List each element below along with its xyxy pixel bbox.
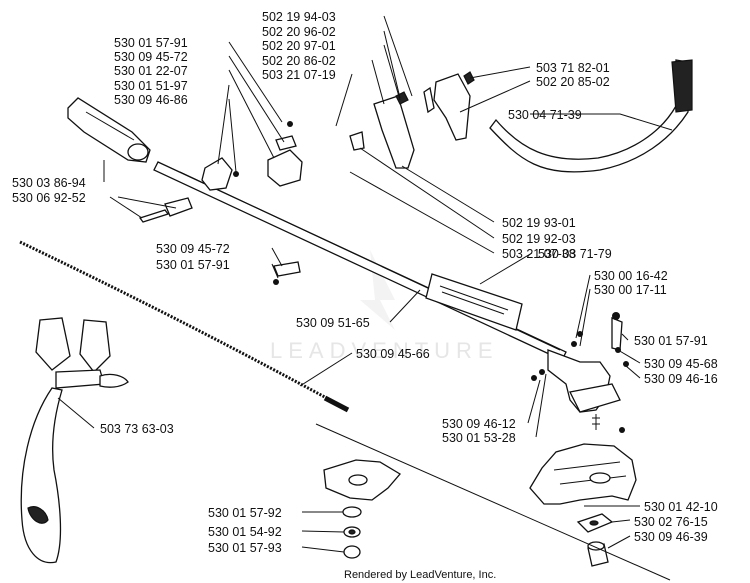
- label-530-01-57-93[interactable]: 530 01 57-93: [208, 541, 282, 555]
- label-503-71-82-01[interactable]: 503 71 82-01: [536, 61, 610, 75]
- leader-lines: [57, 15, 673, 553]
- label-530-01-57-91-gear[interactable]: 530 01 57-91: [634, 334, 708, 348]
- label-530-01-22-07[interactable]: 530 01 22-07: [114, 64, 188, 78]
- label-502-20-96-02[interactable]: 502 20 96-02: [262, 25, 336, 39]
- blade-washers[interactable]: [342, 506, 362, 559]
- flexible-drive-cable[interactable]: [19, 240, 350, 413]
- label-530-09-45-68[interactable]: 530 09 45-68: [644, 357, 718, 371]
- label-530-06-92-52[interactable]: 530 06 92-52: [12, 191, 86, 205]
- label-530-04-71-39[interactable]: 530 04 71-39: [508, 108, 582, 122]
- part-labels: 502 19 94-03 502 20 96-02 502 20 97-01 5…: [12, 10, 718, 555]
- label-502-19-92-03[interactable]: 502 19 92-03: [502, 232, 576, 246]
- label-530-09-46-39[interactable]: 530 09 46-39: [634, 530, 708, 544]
- label-530-09-45-72[interactable]: 530 09 45-72: [114, 50, 188, 64]
- warning-decal[interactable]: [425, 273, 523, 331]
- label-530-01-42-10[interactable]: 530 01 42-10: [644, 500, 718, 514]
- label-502-19-94-03[interactable]: 502 19 94-03: [262, 10, 336, 24]
- label-530-09-46-16[interactable]: 530 09 46-16: [644, 372, 718, 386]
- handle-clamp[interactable]: [267, 121, 303, 187]
- throttle-clamp[interactable]: [201, 157, 239, 191]
- credit-text: Rendered by LeadVenture, Inc.: [344, 569, 496, 581]
- label-502-20-85-02[interactable]: 502 20 85-02: [536, 75, 610, 89]
- label-530-00-16-42[interactable]: 530 00 16-42: [594, 269, 668, 283]
- label-503-21-07-38[interactable]: 503 21 07-38: [502, 247, 576, 261]
- label-503-21-07-19[interactable]: 503 21 07-19: [262, 68, 336, 82]
- hanger-clamp[interactable]: [138, 197, 193, 223]
- label-530-01-51-97[interactable]: 530 01 51-97: [114, 79, 188, 93]
- throttle-handle[interactable]: [349, 91, 415, 169]
- trimmer-blade[interactable]: [323, 459, 401, 501]
- label-530-01-54-92[interactable]: 530 01 54-92: [208, 525, 282, 539]
- gear-head[interactable]: [547, 349, 621, 430]
- label-503-73-63-03[interactable]: 503 73 63-03: [100, 422, 174, 436]
- label-530-09-46-12[interactable]: 530 09 46-12: [442, 417, 516, 431]
- label-530-01-57-91-lower[interactable]: 530 01 57-91: [156, 258, 230, 272]
- label-530-03-71-79[interactable]: 530 03 71-79: [538, 247, 612, 261]
- label-530-00-17-11[interactable]: 530 00 17-11: [594, 283, 667, 297]
- watermark-logo: [360, 250, 395, 330]
- label-530-02-76-15[interactable]: 530 02 76-15: [634, 515, 708, 529]
- label-530-01-53-28[interactable]: 530 01 53-28: [442, 431, 516, 445]
- harness[interactable]: [20, 317, 129, 564]
- throttle-housing[interactable]: [423, 71, 475, 141]
- label-530-09-45-72-lower[interactable]: 530 09 45-72: [156, 242, 230, 256]
- label-502-20-97-01[interactable]: 502 20 97-01: [262, 39, 336, 53]
- label-530-09-45-66[interactable]: 530 09 45-66: [356, 347, 430, 361]
- label-530-03-86-94[interactable]: 530 03 86-94: [12, 176, 86, 190]
- label-530-09-51-65[interactable]: 530 09 51-65: [296, 316, 370, 330]
- label-530-09-46-86[interactable]: 530 09 46-86: [114, 93, 188, 107]
- handle-bar[interactable]: [489, 59, 693, 173]
- rear-grip[interactable]: [67, 97, 151, 163]
- label-530-01-57-92[interactable]: 530 01 57-92: [208, 506, 282, 520]
- label-502-20-86-02[interactable]: 502 20 86-02: [262, 54, 336, 68]
- blade-guard[interactable]: [529, 443, 637, 505]
- label-530-01-57-91[interactable]: 530 01 57-91: [114, 36, 188, 50]
- watermark: LEADVENTURE: [270, 338, 499, 363]
- lower-clamp[interactable]: [273, 261, 301, 285]
- support-cup[interactable]: [576, 513, 614, 567]
- label-502-19-93-01[interactable]: 502 19 93-01: [502, 216, 576, 230]
